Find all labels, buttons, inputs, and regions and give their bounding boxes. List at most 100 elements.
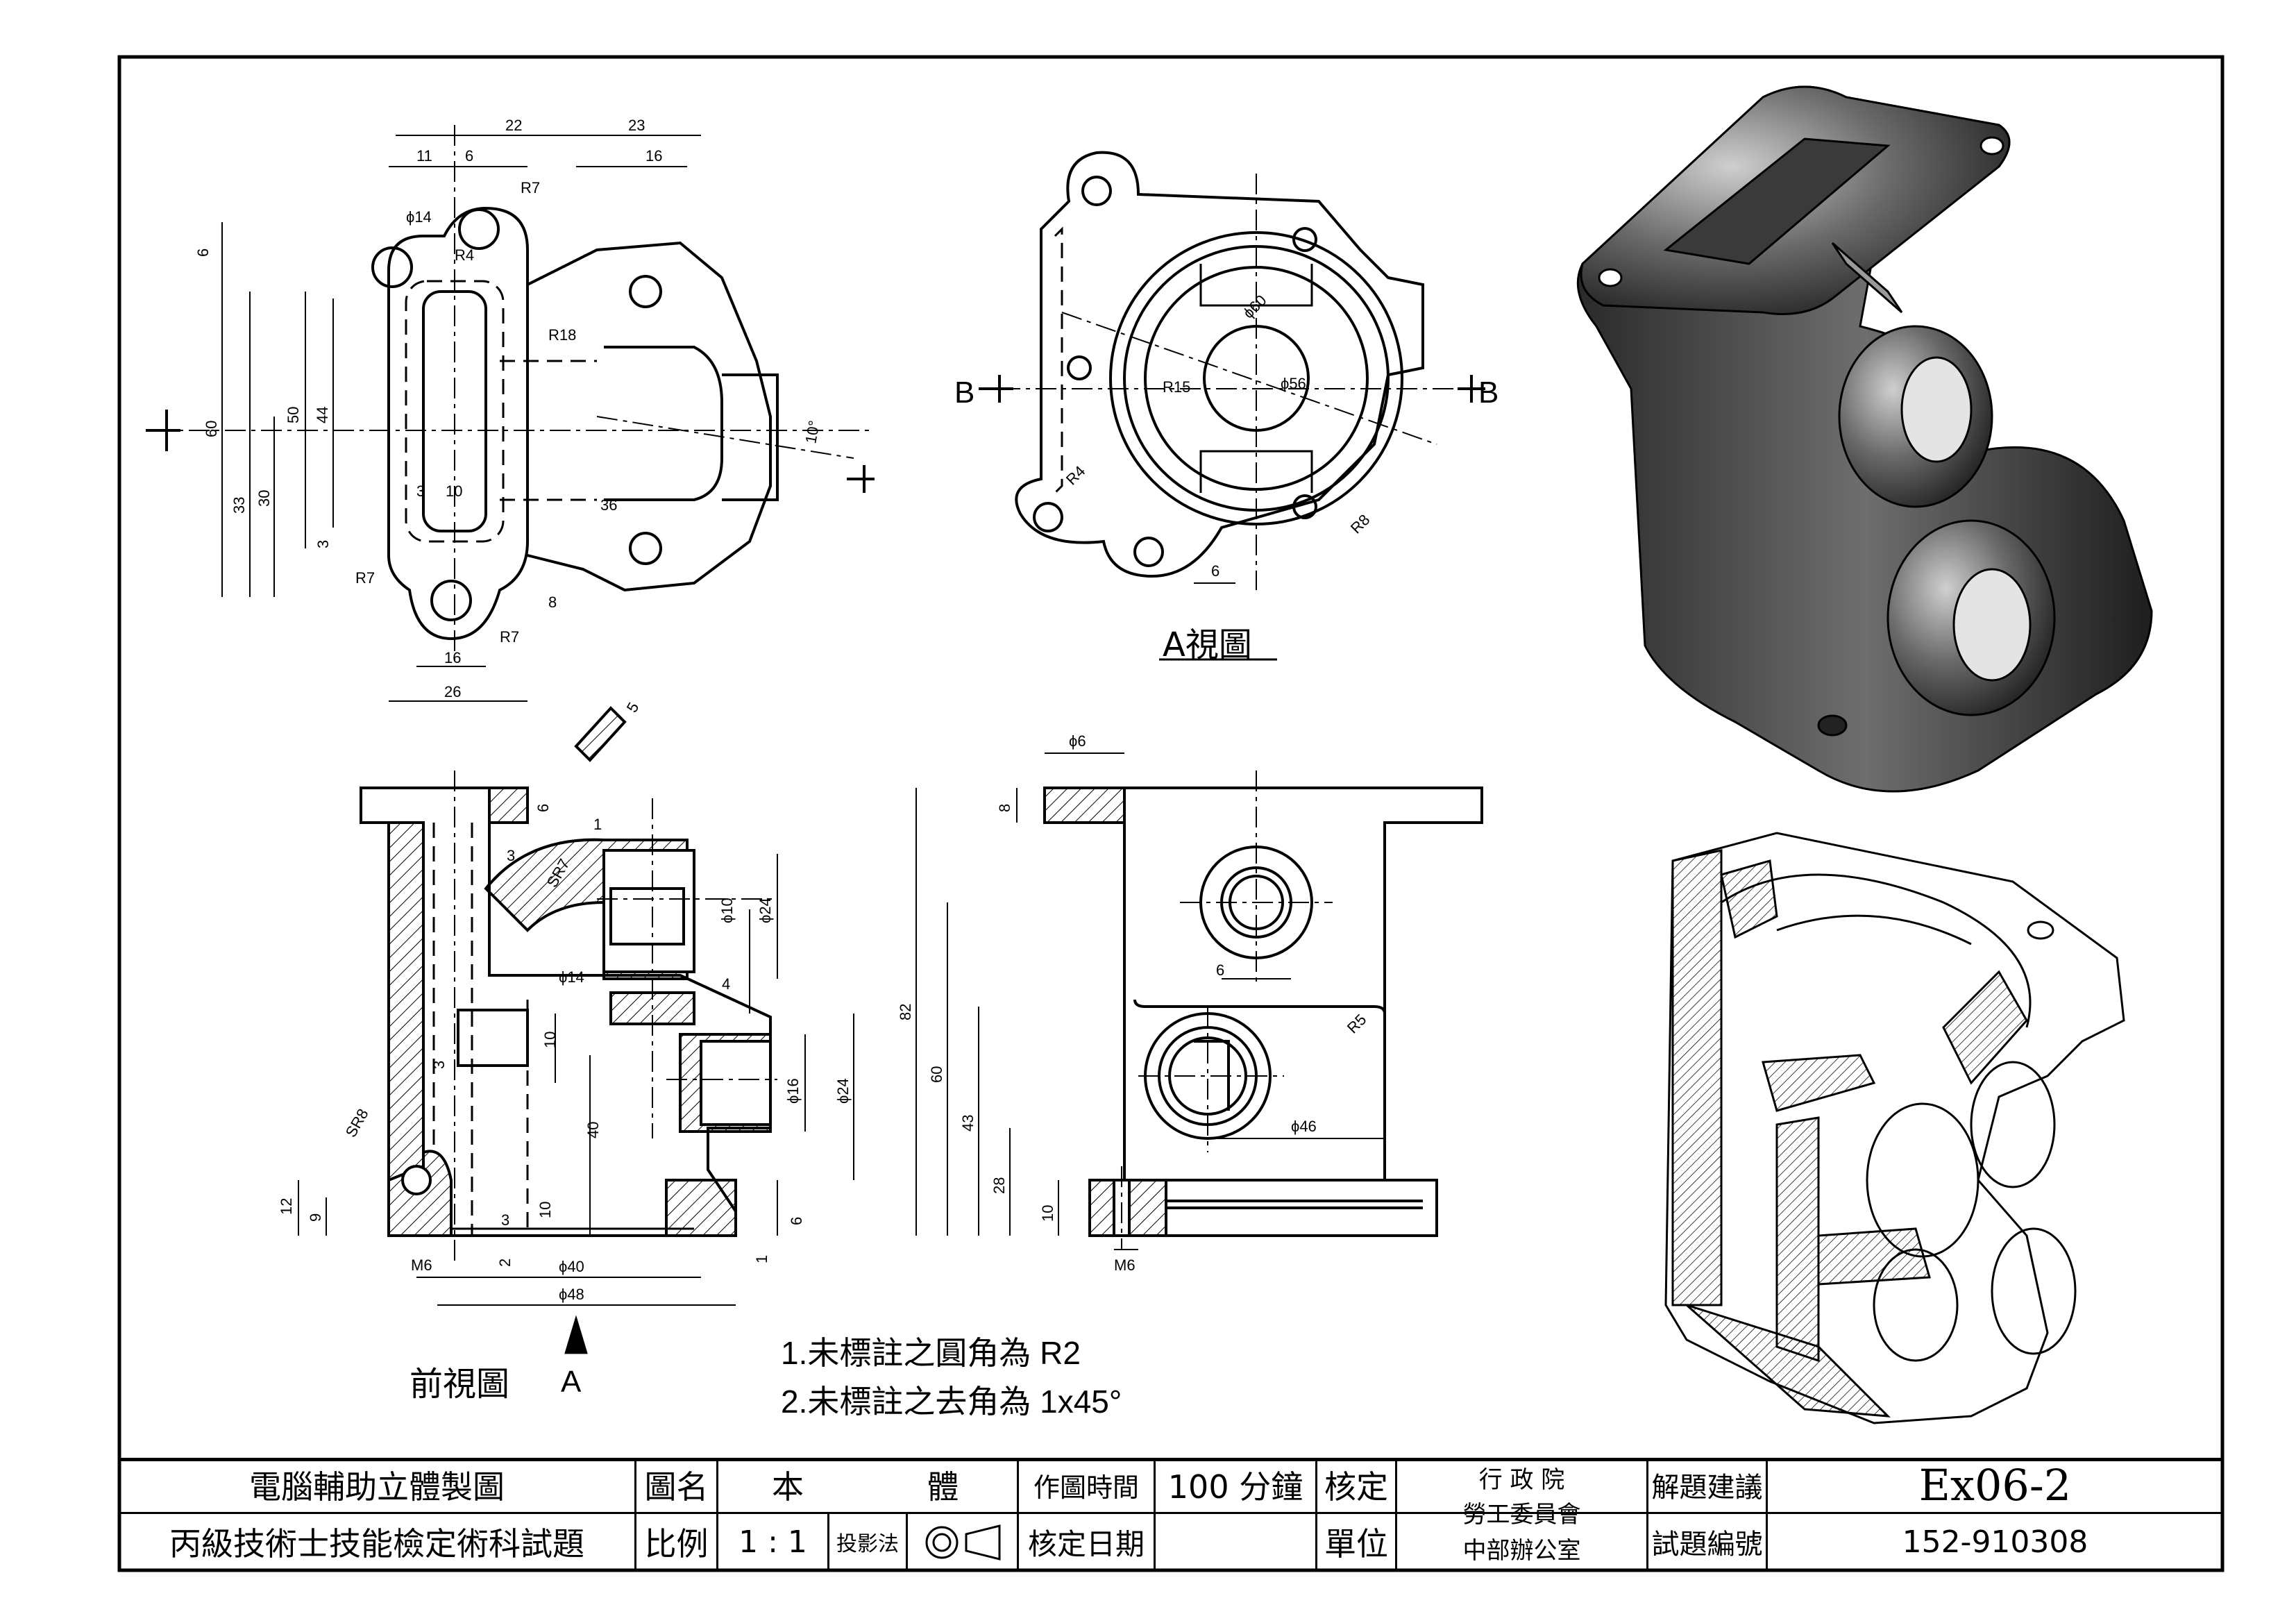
dim-top-18: 36 (600, 496, 617, 514)
dim-top-7: R4 (455, 246, 474, 264)
dim-f-22: ϕ40 (559, 1258, 584, 1275)
dim-a-0: ϕ60 (1240, 292, 1270, 322)
dim-top-19: R7 (355, 569, 375, 587)
name-value-2: 體 (927, 1468, 959, 1506)
dim-f-16: 3 (501, 1211, 509, 1229)
a-view-title: A視圖 (1163, 625, 1252, 664)
dim-top-4: 16 (645, 147, 662, 165)
a-view (979, 151, 1485, 661)
projection-symbol-icon (925, 1524, 1001, 1561)
dim-top-6: ϕ14 (406, 208, 432, 226)
dim-s-0: ϕ6 (1069, 732, 1086, 750)
top-view-dims: 22 23 11 6 16 R7 ϕ14 R4 R18 50 44 60 33 … (194, 117, 823, 700)
dim-s-9: ϕ46 (1291, 1118, 1317, 1135)
dim-f-14: 12 (278, 1198, 295, 1215)
name-value-1: 本 (772, 1468, 804, 1506)
dim-top-3: 6 (465, 147, 473, 165)
dim-top-2: 11 (416, 147, 432, 165)
note-2: 2.未標註之去角為 1x45° (781, 1384, 1122, 1420)
front-view (298, 706, 854, 1354)
org-line-3: 中部辦公室 (1462, 1536, 1581, 1564)
code-value: 152-910308 (1902, 1524, 2088, 1560)
org-line-1: 行 政 院 (1478, 1465, 1565, 1493)
dim-f-5: ϕ24 (757, 898, 774, 923)
dim-top-11: 60 (203, 421, 220, 437)
dim-top-15: 3 (416, 482, 425, 500)
scale-value: 1 : 1 (738, 1524, 807, 1560)
dim-f-10: ϕ16 (784, 1078, 802, 1104)
dim-f-9: 10 (541, 1032, 559, 1048)
dim-top-14: 6 (194, 249, 212, 257)
front-arrow-label: A (561, 1365, 582, 1399)
dim-f-17: 10 (537, 1202, 554, 1218)
cutaway-render (1664, 832, 2125, 1424)
dim-top-22: 16 (444, 649, 461, 666)
dim-top-9: 50 (285, 407, 302, 423)
dim-f-21: 2 (496, 1259, 514, 1267)
date-label: 核定日期 (1027, 1527, 1145, 1561)
dim-top-0: 22 (505, 117, 522, 134)
name-label: 圖名 (644, 1468, 709, 1506)
dim-f-12: 40 (584, 1122, 602, 1138)
top-view (146, 125, 875, 702)
title-block: 電腦輔助立體製圖 丙級技術士技能檢定術科試題 圖名 比例 本 體 1 : 1 投… (119, 1458, 2222, 1570)
dim-top-20: R7 (500, 628, 519, 646)
sheet-border (117, 55, 2225, 1572)
dim-f-24: 5 (623, 699, 643, 715)
dim-a-4: R8 (1347, 511, 1374, 537)
dim-top-17: 10 (446, 482, 462, 500)
dim-s-10: M6 (1114, 1256, 1136, 1274)
dim-f-8: 3 (430, 1061, 448, 1069)
dim-top-23: 26 (444, 683, 461, 700)
advice-value: Ex06-2 (1918, 1459, 2072, 1511)
section-label-left: B (954, 376, 974, 410)
dim-f-2: 3 (507, 847, 515, 864)
dim-f-11: ϕ24 (834, 1078, 852, 1104)
approve-label: 核定 (1324, 1468, 1388, 1506)
time-label: 作圖時間 (1033, 1472, 1139, 1503)
dim-f-23: ϕ48 (559, 1286, 584, 1303)
dim-s-7: 6 (1216, 961, 1224, 979)
advice-label: 解題建議 (1651, 1472, 1763, 1504)
front-view-title: 前視圖 (410, 1365, 509, 1404)
front-view-labels: 前視圖 A 6 1 3 SR7 ϕ10 ϕ24 ϕ14 4 3 10 ϕ16 ϕ… (278, 699, 852, 1404)
scale-label: 比例 (644, 1525, 709, 1563)
dim-f-15: 9 (307, 1213, 324, 1222)
dim-top-16: 3 (314, 540, 332, 548)
section-view (915, 752, 1483, 1250)
code-label: 試題編號 (1651, 1529, 1763, 1561)
org-line-2: 勞工委員會 (1462, 1500, 1581, 1528)
dim-s-2: 82 (897, 1004, 914, 1020)
dim-a-2: R15 (1163, 378, 1190, 396)
note-1: 1.未標註之圓角為 R2 (781, 1335, 1081, 1371)
time-value: 100 分鐘 (1167, 1468, 1303, 1506)
dim-f-19: 1 (753, 1255, 770, 1263)
dim-top-21: 8 (548, 594, 557, 611)
dim-top-13: 30 (255, 490, 273, 507)
dim-f-13: SR8 (342, 1106, 372, 1141)
dim-f-20: M6 (411, 1256, 432, 1274)
dim-s-3: 60 (928, 1066, 945, 1083)
a-view-labels: B B A視圖 ϕ60 ϕ56 R15 R4 R8 6 (954, 292, 1499, 664)
dim-s-8: R5 (1344, 1011, 1370, 1037)
dim-f-4: ϕ10 (718, 898, 736, 923)
dim-s-5: 28 (990, 1177, 1008, 1194)
dim-top-5: R7 (521, 179, 540, 196)
projection-label: 投影法 (836, 1532, 899, 1556)
dim-a-3: R4 (1063, 462, 1089, 489)
dim-top-12: 33 (230, 497, 248, 514)
dim-s-4: 43 (959, 1115, 977, 1132)
dim-top-1: 23 (628, 117, 645, 134)
unit-label: 單位 (1324, 1525, 1388, 1563)
dim-f-18: 6 (788, 1217, 805, 1225)
dim-top-8: R18 (548, 326, 576, 344)
title-line-2: 丙級技術士技能檢定術科試題 (169, 1525, 584, 1563)
dim-s-1: 8 (996, 804, 1013, 812)
dim-f-6: ϕ14 (559, 968, 584, 986)
drawing-notes: 1.未標註之圓角為 R2 2.未標註之去角為 1x45° (781, 1335, 1122, 1420)
dim-f-7: 4 (722, 975, 730, 993)
dim-f-1: 1 (593, 816, 602, 833)
dim-a-1: ϕ56 (1281, 375, 1306, 392)
